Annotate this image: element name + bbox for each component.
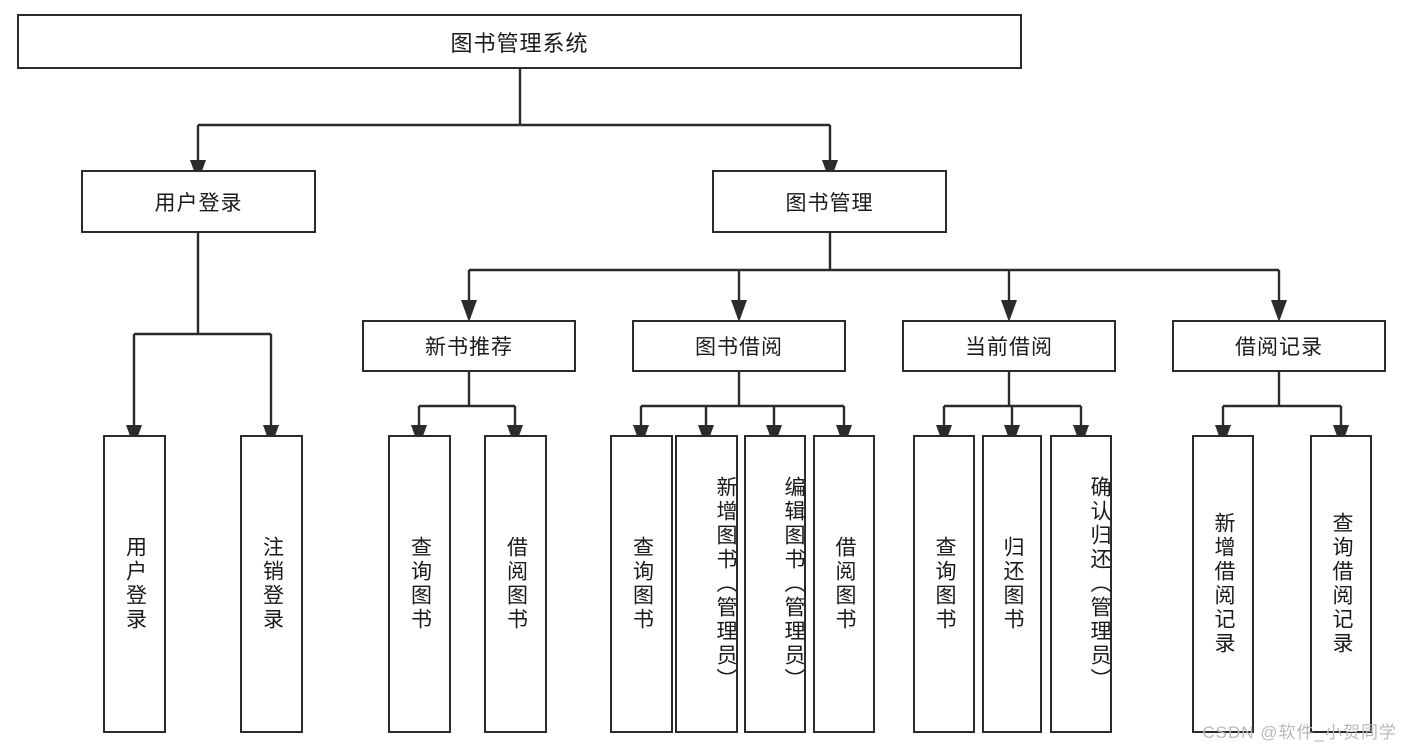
node-leaf-query-borrow-record[interactable]: 查询借阅记录 — [1310, 435, 1372, 733]
node-leaf-return-book[interactable]: 归还图书 — [982, 435, 1042, 733]
node-label: 借阅记录 — [1235, 336, 1323, 359]
node-label: 借阅图书 — [833, 536, 857, 632]
node-borrow-record[interactable]: 借阅记录 — [1172, 320, 1386, 372]
node-label: 新书推荐 — [425, 336, 513, 359]
node-label: 确认归还（管理员） — [1088, 476, 1111, 692]
node-leaf-query-book-1[interactable]: 查询图书 — [388, 435, 451, 733]
node-leaf-query-book-3[interactable]: 查询图书 — [913, 435, 975, 733]
node-leaf-add-book[interactable]: 新增图书（管理员） — [675, 435, 738, 733]
node-label: 用户登录 — [154, 191, 243, 215]
node-label: 注销登录 — [260, 536, 284, 632]
node-leaf-add-borrow-record[interactable]: 新增借阅记录 — [1192, 435, 1254, 733]
node-label: 归还图书 — [1001, 536, 1025, 632]
node-book-borrow[interactable]: 图书借阅 — [632, 320, 846, 372]
node-leaf-borrow-book-2[interactable]: 借阅图书 — [813, 435, 875, 733]
node-label: 查询图书 — [630, 536, 654, 632]
node-label: 图书管理 — [785, 191, 874, 215]
node-leaf-user-logout[interactable]: 注销登录 — [240, 435, 303, 733]
node-user-login[interactable]: 用户登录 — [81, 170, 316, 233]
node-new-book-recommend[interactable]: 新书推荐 — [362, 320, 576, 372]
node-label: 新增图书（管理员） — [714, 476, 737, 692]
node-leaf-user-login[interactable]: 用户登录 — [103, 435, 166, 733]
node-current-borrow[interactable]: 当前借阅 — [902, 320, 1116, 372]
node-leaf-query-book-2[interactable]: 查询图书 — [610, 435, 673, 733]
node-leaf-confirm-return[interactable]: 确认归还（管理员） — [1050, 435, 1112, 733]
node-label: 图书借阅 — [695, 336, 783, 359]
node-leaf-borrow-book-1[interactable]: 借阅图书 — [484, 435, 547, 733]
node-book-manage[interactable]: 图书管理 — [712, 170, 947, 233]
node-label: 当前借阅 — [965, 336, 1053, 359]
node-label: 图书管理系统 — [450, 30, 589, 56]
node-label: 新增借阅记录 — [1212, 512, 1236, 656]
node-label: 查询图书 — [933, 536, 957, 632]
node-label: 编辑图书（管理员） — [782, 476, 805, 692]
node-label: 查询借阅记录 — [1330, 512, 1354, 656]
node-label: 借阅图书 — [504, 536, 528, 632]
node-leaf-edit-book[interactable]: 编辑图书（管理员） — [744, 435, 806, 733]
node-label: 查询图书 — [408, 536, 432, 632]
node-root-book-management-system[interactable]: 图书管理系统 — [17, 14, 1022, 69]
node-label: 用户登录 — [123, 536, 147, 632]
